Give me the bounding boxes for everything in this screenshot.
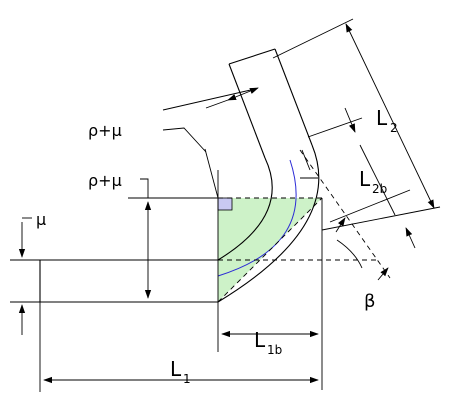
flange-2 — [228, 48, 313, 159]
svg-text:L: L — [170, 357, 182, 381]
ext-line-c — [204, 148, 219, 199]
bend-corner-square — [217, 197, 233, 211]
ext-line-d — [307, 117, 363, 138]
svg-text:L: L — [359, 167, 371, 191]
svg-text:2b: 2b — [372, 182, 387, 196]
label-rho-mu-upper: ρ+μ — [88, 121, 122, 140]
svg-text:2: 2 — [390, 121, 398, 135]
label-rho-mu-lower: ρ+μ — [88, 171, 122, 190]
beta-arc — [336, 239, 363, 269]
neutral-axis-arc — [217, 159, 297, 277]
label-L2: L 2 — [376, 106, 398, 135]
label-L1b: L 1b — [254, 328, 282, 357]
flange-1 — [39, 259, 218, 303]
label-mu: μ — [36, 210, 46, 229]
beta-arrow-lower — [377, 267, 389, 281]
label-L1: L 1 — [170, 357, 191, 386]
dim-L2b-top — [344, 107, 356, 133]
svg-text:L: L — [254, 328, 266, 352]
beta-arrow-upper — [335, 217, 346, 233]
outer-bend-arc — [217, 144, 320, 303]
svg-text:1: 1 — [183, 372, 191, 386]
ext-line-f — [329, 189, 411, 223]
dim-L2b — [359, 144, 396, 216]
ext-line-b — [272, 18, 354, 59]
dim-L2 — [345, 23, 435, 209]
rho-mu-lower-leader — [140, 178, 149, 198]
label-beta: β — [364, 291, 376, 312]
construction-lines — [217, 149, 391, 303]
svg-text:L: L — [376, 106, 388, 130]
svg-text:1b: 1b — [267, 343, 282, 357]
dim-L2b-bottom — [405, 227, 416, 249]
rho-mu-upper-leader — [162, 127, 207, 153]
inner-bend-arc — [217, 157, 273, 261]
label-L2b: L 2b — [359, 167, 387, 196]
dim-rho-mu-upper — [227, 87, 259, 101]
ext-line-h — [301, 149, 311, 171]
dim-rho-mu-upper-tail — [205, 99, 229, 109]
